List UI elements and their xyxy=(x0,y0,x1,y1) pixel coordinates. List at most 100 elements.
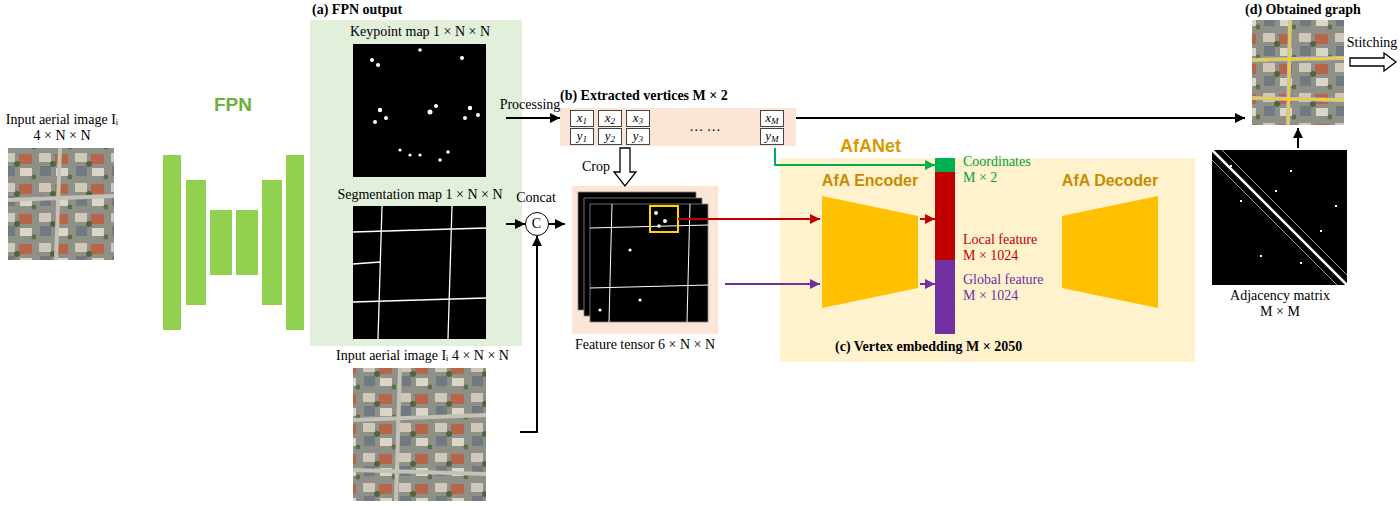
subscript: 3 xyxy=(639,134,644,144)
segmentation-map-image xyxy=(353,206,486,339)
segmentation-map-image xyxy=(353,206,486,339)
afanet-panel: AfANet(c) Vertex embedding M × 2050AfA E… xyxy=(780,136,1195,362)
feature-tensor-stack xyxy=(578,192,725,322)
segmentation-map-image xyxy=(353,206,486,339)
node-text: Coordinates M × 2 xyxy=(963,154,1043,186)
hollow-arrow xyxy=(614,148,636,186)
table-cell: yM xyxy=(760,128,784,145)
arrow-connector xyxy=(920,283,935,285)
fpn-layers xyxy=(286,155,304,330)
node-text: … … xyxy=(660,119,750,135)
keypoint-map-image xyxy=(428,110,433,115)
table-cell: xM xyxy=(760,110,784,127)
aerial-image xyxy=(353,368,486,501)
feature-tensor-stack xyxy=(598,308,601,311)
keypoint-map-image xyxy=(373,120,377,124)
keypoint-map-image xyxy=(446,150,450,154)
table-cell: y2 xyxy=(598,128,622,145)
node-text: (d) Obtained graph xyxy=(1245,2,1380,18)
node-text: Concat xyxy=(506,190,566,206)
fpn-layers xyxy=(163,155,181,330)
keypoint-map-image xyxy=(438,158,442,162)
obtained-graph-image xyxy=(1252,20,1344,125)
node-text: Keypoint map 1 × N × N xyxy=(334,24,506,40)
feature-tensor: Feature tensor 6 × N × N xyxy=(565,186,725,356)
node-text: (a) FPN output xyxy=(312,2,512,18)
feature-tensor-stack xyxy=(628,248,631,251)
obtained-graph-image xyxy=(1263,57,1326,102)
keypoint-map-image xyxy=(378,108,382,112)
process-label: Stitching xyxy=(1346,35,1398,51)
adjacency-matrix-image xyxy=(1240,200,1242,202)
table-cell: x3 xyxy=(626,110,650,127)
fpn-network: FPN xyxy=(160,90,306,332)
obtained-graph-image xyxy=(1252,20,1344,125)
fpn-output-panel: (a) FPN outputKeypoint map 1 × N × N Segm… xyxy=(310,2,522,346)
node-text: Segmentation map 1 × N × N xyxy=(334,187,506,203)
subscript: 3 xyxy=(639,116,644,126)
table-cell: y1 xyxy=(570,128,594,145)
node-text: Local feature M × 1024 xyxy=(963,232,1049,264)
feature-tensor-stack xyxy=(654,211,658,215)
node-text: Feature tensor 6 × N × N xyxy=(565,337,725,353)
node-text: AfA Encoder xyxy=(816,172,924,190)
node-text: Adjacency matrix M × M xyxy=(1226,288,1334,320)
arrow-connector xyxy=(725,218,820,220)
table-cell: y3 xyxy=(626,128,650,145)
obtained-graph-image xyxy=(1252,20,1344,125)
adjacency-matrix-image xyxy=(1300,262,1302,264)
local-feature-bar: Local feature M × 1024 xyxy=(935,172,955,260)
node-text: (b) Extracted vertices M × 2 xyxy=(560,88,796,104)
keypoint-map-image xyxy=(384,116,388,120)
obtained-graph-image xyxy=(1263,58,1266,61)
obtained-graph-image xyxy=(1252,20,1344,125)
stitching-arrow xyxy=(1350,53,1396,71)
subscript: 1 xyxy=(583,116,588,126)
adjacency-matrix-image xyxy=(1230,165,1232,167)
arrow-connector xyxy=(796,117,1245,119)
edge-label: Crop xyxy=(582,159,610,175)
aerial-image xyxy=(8,148,114,260)
global-feature-bar: Global feature M × 1024 xyxy=(935,260,955,334)
adjacency-matrix-image xyxy=(1212,150,1347,285)
obtained-graph-image xyxy=(1318,57,1321,60)
arrow-connector xyxy=(1297,128,1299,148)
keypoint-map-image xyxy=(468,106,472,110)
fpn-layers xyxy=(236,210,258,275)
node-text: Input aerial image Iᵢ 4 × N × N xyxy=(2,112,122,144)
image-panel: Input aerial image Iᵢ 4 × N × N xyxy=(325,348,520,503)
feature-tensor-stack xyxy=(638,298,641,301)
node-text: FPN xyxy=(200,94,266,116)
keypoint-map: Keypoint map 1 × N × N xyxy=(334,23,506,182)
fpn-layers xyxy=(186,180,206,305)
keypoint-map-image xyxy=(370,48,480,162)
feature-tensor-stack xyxy=(663,219,667,223)
encoder-trapezoid: AfA Encoder xyxy=(820,172,920,310)
node-text: AfA Decoder xyxy=(1056,172,1164,190)
fpn-layers xyxy=(163,155,304,330)
aerial-image xyxy=(353,368,486,501)
obtained-graph: (d) Obtained graph xyxy=(1245,2,1380,128)
adjacency-matrix-image xyxy=(1275,190,1277,192)
adjacency-matrix-image xyxy=(1320,230,1322,232)
arrow-connector xyxy=(725,283,820,285)
subscript: M xyxy=(771,134,779,144)
decoder-trapezoid: AfA Decoder xyxy=(1060,172,1160,310)
node-text: AfANet xyxy=(840,136,940,157)
obtained-graph-image xyxy=(1287,97,1291,101)
encoder-trapezoid-shape xyxy=(820,172,920,310)
keypoint-map-image xyxy=(398,148,401,151)
aerial-image xyxy=(8,148,114,260)
aerial-image xyxy=(8,148,114,260)
feature-tensor-stack xyxy=(590,204,708,322)
keypoint-map-image xyxy=(353,44,486,177)
adjacency-matrix-image xyxy=(1212,150,1347,285)
decoder-trapezoid-outline xyxy=(1062,196,1158,308)
feature-tensor-stack xyxy=(657,224,661,228)
afanet-ground xyxy=(780,158,1195,362)
node-text: Global feature M × 1024 xyxy=(963,272,1051,304)
extracted-vertices: (b) Extracted vertices M × 2x1x2x3… …xMy… xyxy=(560,88,796,148)
arrow-connector xyxy=(520,236,537,432)
